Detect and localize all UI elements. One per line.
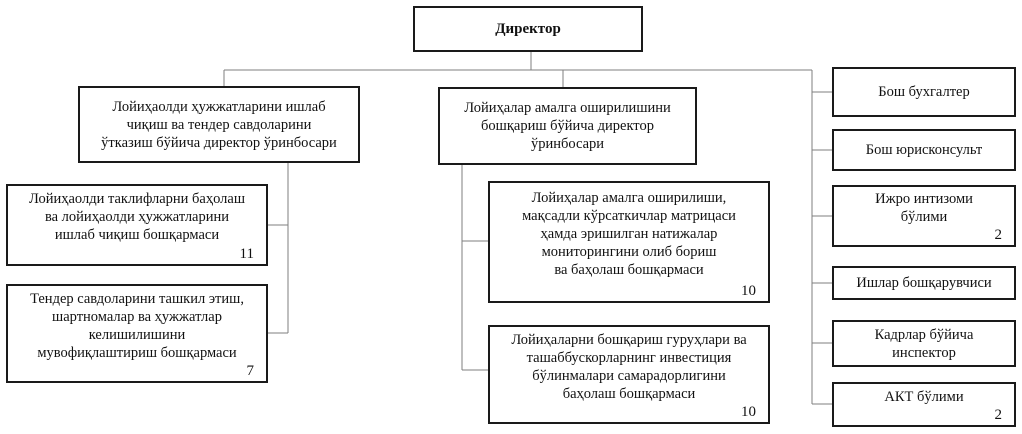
node-deputy-project-implementation: Лойиҳалар амалга оширилишини бошқариш бў… — [438, 87, 697, 165]
node-label: Бош юрисконсульт — [865, 142, 983, 158]
node-label: Лойиҳалар амалга оширилишини бошқариш бў… — [464, 100, 671, 152]
node-label: Лойиҳаолди ҳужжатларини ишлаб чиқиш ва т… — [101, 98, 337, 151]
connector-right-spine — [811, 70, 832, 405]
connector-middle-branch — [461, 165, 488, 371]
node-project-groups-efficiency-dept: Лойиҳаларни бошқариш гуруҳлари ва ташабб… — [488, 325, 770, 424]
staff-count: 10 — [741, 283, 756, 299]
node-office-manager: Ишлар бошқарувчиси — [832, 266, 1016, 300]
node-ict-dept: АКТ бўлими 2 — [832, 382, 1016, 427]
node-label: Лойиҳаларни бошқариш гуруҳлари ва ташабб… — [511, 331, 747, 402]
staff-count: 11 — [239, 246, 254, 262]
node-label: Бош бухгалтер — [878, 84, 970, 100]
node-label: Лойиҳалар амалга оширилиши, мақсадли кўр… — [522, 190, 736, 278]
node-label: Ишлар бошқарувчиси — [856, 275, 992, 291]
node-deputy-preproject-tender: Лойиҳаолди ҳужжатларини ишлаб чиқиш ва т… — [78, 86, 360, 163]
connector-left-branch — [268, 163, 289, 334]
staff-count: 10 — [741, 404, 756, 420]
node-tender-coordination-dept: Тендер савдоларини ташкил этиш, шартнома… — [6, 284, 268, 383]
connector-director-to-deputies — [223, 52, 812, 87]
node-chief-accountant: Бош бухгалтер — [832, 67, 1016, 117]
staff-count: 2 — [994, 227, 1003, 243]
node-label: Ижро интизоми бўлими — [875, 191, 973, 225]
staff-count: 2 — [994, 407, 1003, 423]
node-label: Лойиҳаолди таклифларни баҳолаш ва лойиҳа… — [28, 191, 246, 243]
node-label: АКТ бўлими — [884, 388, 964, 405]
node-hr-inspector: Кадрлар бўйича инспектор — [832, 320, 1016, 367]
node-executive-discipline-dept: Ижро интизоми бўлими 2 — [832, 185, 1016, 247]
node-chief-legal-adviser: Бош юрисконсульт — [832, 129, 1016, 171]
staff-count: 7 — [246, 363, 255, 379]
node-monitoring-evaluation-dept: Лойиҳалар амалга оширилиши, мақсадли кўр… — [488, 181, 770, 303]
node-label: Кадрлар бўйича инспектор — [874, 326, 974, 361]
node-label: Тендер савдоларини ташкил этиш, шартнома… — [30, 290, 244, 361]
node-label: Директор — [495, 21, 561, 37]
node-preproject-evaluation-dept: Лойиҳаолди таклифларни баҳолаш ва лойиҳа… — [6, 184, 268, 266]
node-director: Директор — [413, 6, 643, 52]
